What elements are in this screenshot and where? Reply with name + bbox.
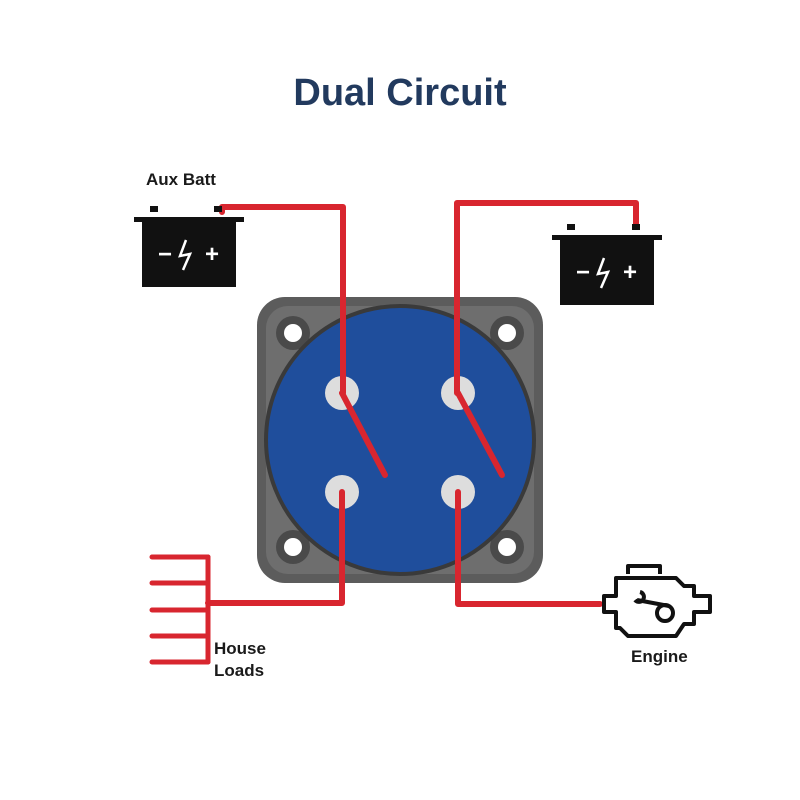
engine-icon: [602, 564, 712, 638]
house-loads-wire: [205, 489, 345, 606]
battery-plus: +: [623, 259, 637, 286]
battery-minus: −: [158, 241, 172, 268]
switch-blade-left: [339, 390, 388, 478]
house-loads-label-line2: Loads: [214, 661, 265, 680]
aux-batt-label: Aux Batt: [146, 170, 216, 189]
switch-face: [264, 304, 536, 576]
switch-blade-right: [455, 390, 505, 478]
battery-icon: − +: [552, 224, 662, 305]
battery-minus: −: [576, 259, 590, 286]
diagram-title: Dual Circuit: [293, 72, 507, 114]
engine-label: Engine: [631, 647, 688, 666]
battery-icon: − +: [134, 206, 244, 287]
start-batt-wire: [454, 200, 639, 396]
battery-plus: +: [205, 241, 219, 268]
load-bus-icon: [149, 554, 211, 665]
switch-mount-holes: [276, 316, 524, 564]
battery-switch-icon: [257, 297, 543, 583]
engine-wire: [455, 489, 603, 607]
house-loads-label-line1: House: [214, 639, 266, 658]
